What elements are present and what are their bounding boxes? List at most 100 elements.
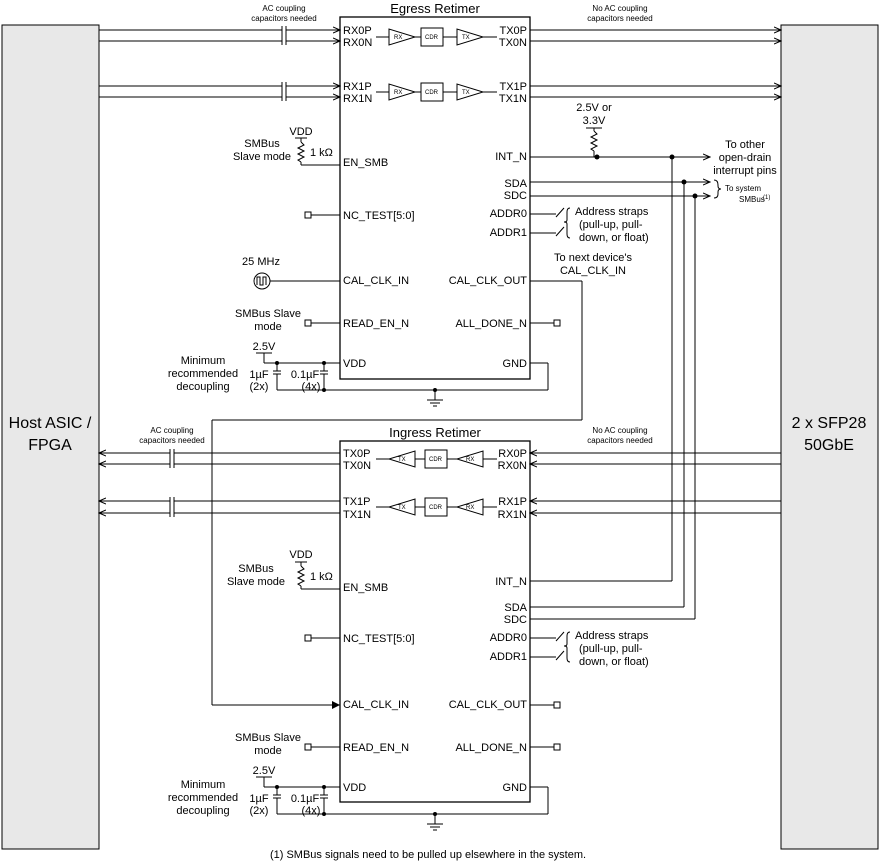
ingress-pin-vdd: VDD [343, 782, 366, 794]
egress-pin-all-done-n: ALL_DONE_N [455, 318, 527, 330]
ingress-output-lines [99, 449, 340, 517]
ingress-cap1-value: 1µF [249, 793, 268, 805]
ingress-smbus-slave-mode-1: SMBus Slave [235, 732, 301, 744]
ingress-channel-0: RX CDR TX [376, 449, 497, 469]
ingress-retimer-chip [339, 440, 531, 803]
egress-title: Egress Retimer [390, 1, 480, 16]
egress-retimer-chip [339, 16, 531, 380]
sfp-label-line2: 50GbE [804, 437, 854, 454]
ingress-cdr-label-1: CDR [429, 505, 443, 511]
egress-read-en-terminal [304, 319, 312, 327]
ingress-pin-addr1: ADDR1 [490, 651, 527, 663]
ingress-pin-nc-test: NC_TEST[5:0] [343, 633, 415, 645]
egress-pin-gnd: GND [503, 358, 528, 370]
egress-all-done-terminal [553, 319, 561, 327]
ingress-pin-tx0n: TX0N [343, 460, 371, 472]
ingress-cal-clk-out-terminal [553, 701, 561, 709]
ingress-decoupling-1: Minimum [181, 779, 226, 791]
egress-tx-label: TX [462, 35, 470, 41]
pullup-voltage-1: 2.5V or [576, 102, 612, 114]
egress-en-smb-pullup: VDD 1 kΩ SMBus Slave mode [233, 126, 340, 166]
open-drain-1: To other [725, 139, 765, 151]
egress-cap1-count: (2x) [250, 381, 269, 393]
egress-pin-int-n: INT_N [495, 151, 527, 163]
ingress-all-done-terminal [553, 743, 561, 751]
host-asic-box [1, 24, 100, 850]
ingress-cap2-value: 0.1µF [291, 793, 320, 805]
footnote: (1) SMBus signals need to be pulled up e… [270, 849, 586, 861]
host-label-line2: FPGA [28, 437, 72, 454]
egress-decoupling: 2.5V 1µF (2x) 0.1µF (4x) Minimum recomme… [168, 341, 549, 407]
egress-decoupling-2: recommended [168, 368, 238, 380]
egress-channel-0: RX CDR TX [376, 27, 497, 47]
ingress-pin-tx0p: TX0P [343, 448, 371, 460]
ingress-addr-note-1: Address straps [575, 630, 649, 642]
ingress-pin-sda: SDA [504, 602, 527, 614]
egress-v25-label: 2.5V [253, 341, 276, 353]
ingress-cap1-count: (2x) [250, 805, 269, 817]
smbus-ref-sup: (1) [763, 195, 770, 201]
egress-pin-addr1: ADDR1 [490, 227, 527, 239]
ingress-no-ac-note-line2: capacitors needed [587, 436, 652, 445]
ingress-cdr-label: CDR [429, 457, 443, 463]
sfp-box [780, 24, 879, 850]
egress-nc-test-terminal [304, 211, 312, 219]
egress-decoupling-3: decoupling [176, 381, 229, 393]
ingress-title: Ingress Retimer [389, 425, 481, 440]
egress-pin-cal-clk-in: CAL_CLK_IN [343, 275, 409, 287]
ingress-input-lines [530, 453, 781, 513]
egress-ac-note-line2: capacitors needed [251, 14, 316, 23]
egress-rx-label: RX [394, 35, 402, 41]
ingress-tx-label-1: TX [398, 505, 406, 511]
egress-pin-en-smb: EN_SMB [343, 157, 388, 169]
ingress-decoupling: 2.5V 1µF (2x) 0.1µF (4x) Minimum recomme… [168, 765, 549, 831]
ingress-pin-tx1p: TX1P [343, 496, 371, 508]
egress-smbus-label-2: Slave mode [233, 151, 291, 163]
sfp-label-line1: 2 x SFP28 [792, 415, 867, 432]
ingress-pin-addr0: ADDR0 [490, 632, 527, 644]
egress-pin-cal-clk-out: CAL_CLK_OUT [449, 275, 528, 287]
egress-cap2-count: (4x) [302, 381, 321, 393]
ingress-channel-1: RX CDR TX [376, 497, 497, 517]
ingress-pin-rx0n: RX0N [498, 460, 527, 472]
to-system-label: To system [725, 184, 761, 193]
egress-smbus-slave-mode-2: mode [254, 321, 282, 333]
egress-pin-rx1n: RX1N [343, 93, 372, 105]
ingress-decoupling-3: decoupling [176, 805, 229, 817]
egress-channel-1: RX CDR TX [376, 82, 497, 102]
ingress-v25-label: 2.5V [253, 765, 276, 777]
egress-addr-note-3: down, or float) [579, 232, 649, 244]
ingress-en-smb-pullup: VDD 1 kΩ SMBus Slave mode [227, 549, 340, 590]
ingress-pin-gnd: GND [503, 782, 528, 794]
ingress-vdd-label: VDD [289, 549, 312, 561]
ingress-pin-all-done-n: ALL_DONE_N [455, 742, 527, 754]
egress-no-ac-note-line1: No AC coupling [592, 4, 647, 13]
ingress-rx-label-1: RX [466, 505, 474, 511]
egress-resistor-label: 1 kΩ [310, 147, 333, 159]
ingress-pin-read-en-n: READ_EN_N [343, 742, 409, 754]
egress-cdr-label: CDR [425, 35, 439, 41]
egress-pin-sda: SDA [504, 178, 527, 190]
egress-pin-tx1n: TX1N [499, 93, 527, 105]
egress-pin-rx1p: RX1P [343, 81, 372, 93]
ingress-pin-int-n: INT_N [495, 576, 527, 588]
egress-smbus-slave-mode-1: SMBus Slave [235, 308, 301, 320]
ingress-rx-label: RX [466, 457, 474, 463]
ingress-no-ac-note-line1: No AC coupling [592, 426, 647, 435]
egress-vdd-label: VDD [289, 126, 312, 138]
egress-pin-tx0p: TX0P [499, 25, 527, 37]
egress-rx-label-1: RX [394, 90, 402, 96]
ingress-nc-test-terminal [304, 634, 312, 642]
egress-pin-tx1p: TX1P [499, 81, 527, 93]
ingress-resistor-label: 1 kΩ [310, 571, 333, 583]
egress-pin-vdd: VDD [343, 358, 366, 370]
ingress-cap2-count: (4x) [302, 805, 321, 817]
next-device-2: CAL_CLK_IN [560, 265, 626, 277]
open-drain-2: open-drain [719, 152, 772, 164]
ingress-smbus-label-2: Slave mode [227, 576, 285, 588]
ingress-addr-note-3: down, or float) [579, 656, 649, 668]
egress-cap1-value: 1µF [249, 369, 268, 381]
egress-output-lines [530, 30, 781, 97]
ingress-pin-rx1n: RX1N [498, 509, 527, 521]
egress-cdr-label-1: CDR [425, 90, 439, 96]
